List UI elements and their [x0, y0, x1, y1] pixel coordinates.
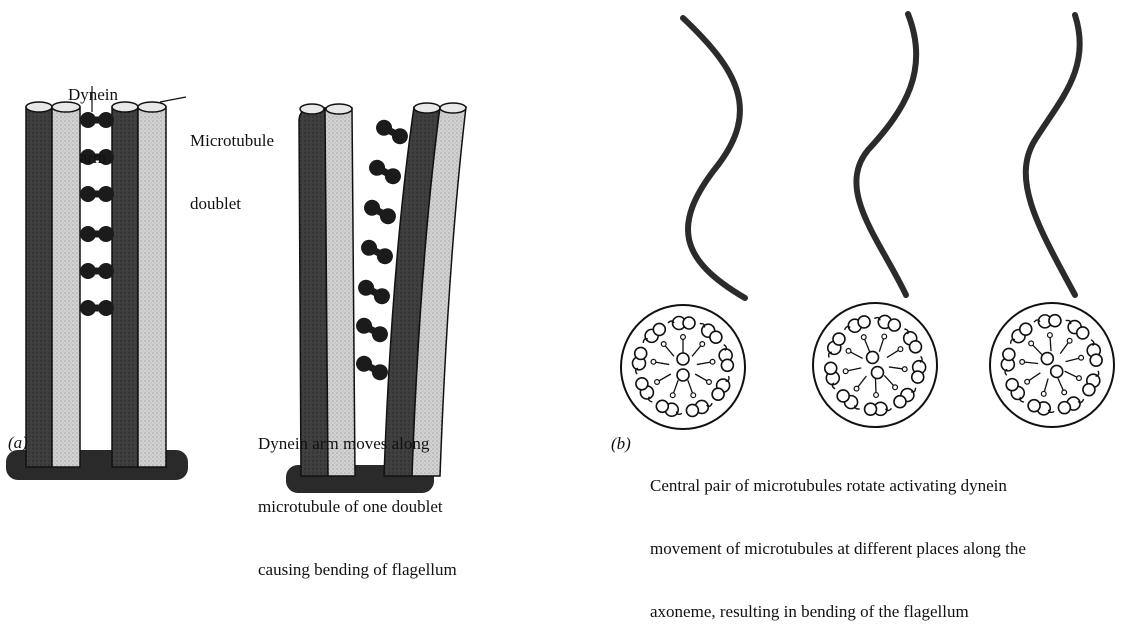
dynein-arm-label: Dynein arm — [55, 42, 131, 189]
flagellum-wave-2 — [856, 14, 916, 295]
flagellum-wave-3 — [1026, 15, 1080, 295]
panel-b-caption: Central pair of microtubules rotate acti… — [650, 433, 1026, 643]
axoneme-cross-sections — [621, 303, 1114, 429]
panel-a-caption: Dynein arm moves along microtubule of on… — [258, 391, 457, 601]
microtubule-doublet-label: Microtubule doublet — [190, 88, 274, 235]
flagellum-waveforms — [683, 14, 1080, 298]
axoneme-cross-section — [990, 303, 1114, 427]
panel-a-label: (a) — [8, 432, 28, 453]
axoneme-cross-section — [621, 305, 745, 429]
axoneme-cross-section — [813, 303, 937, 427]
flagellum-wave-1 — [683, 18, 745, 298]
panel-b-label: (b) — [611, 433, 631, 454]
